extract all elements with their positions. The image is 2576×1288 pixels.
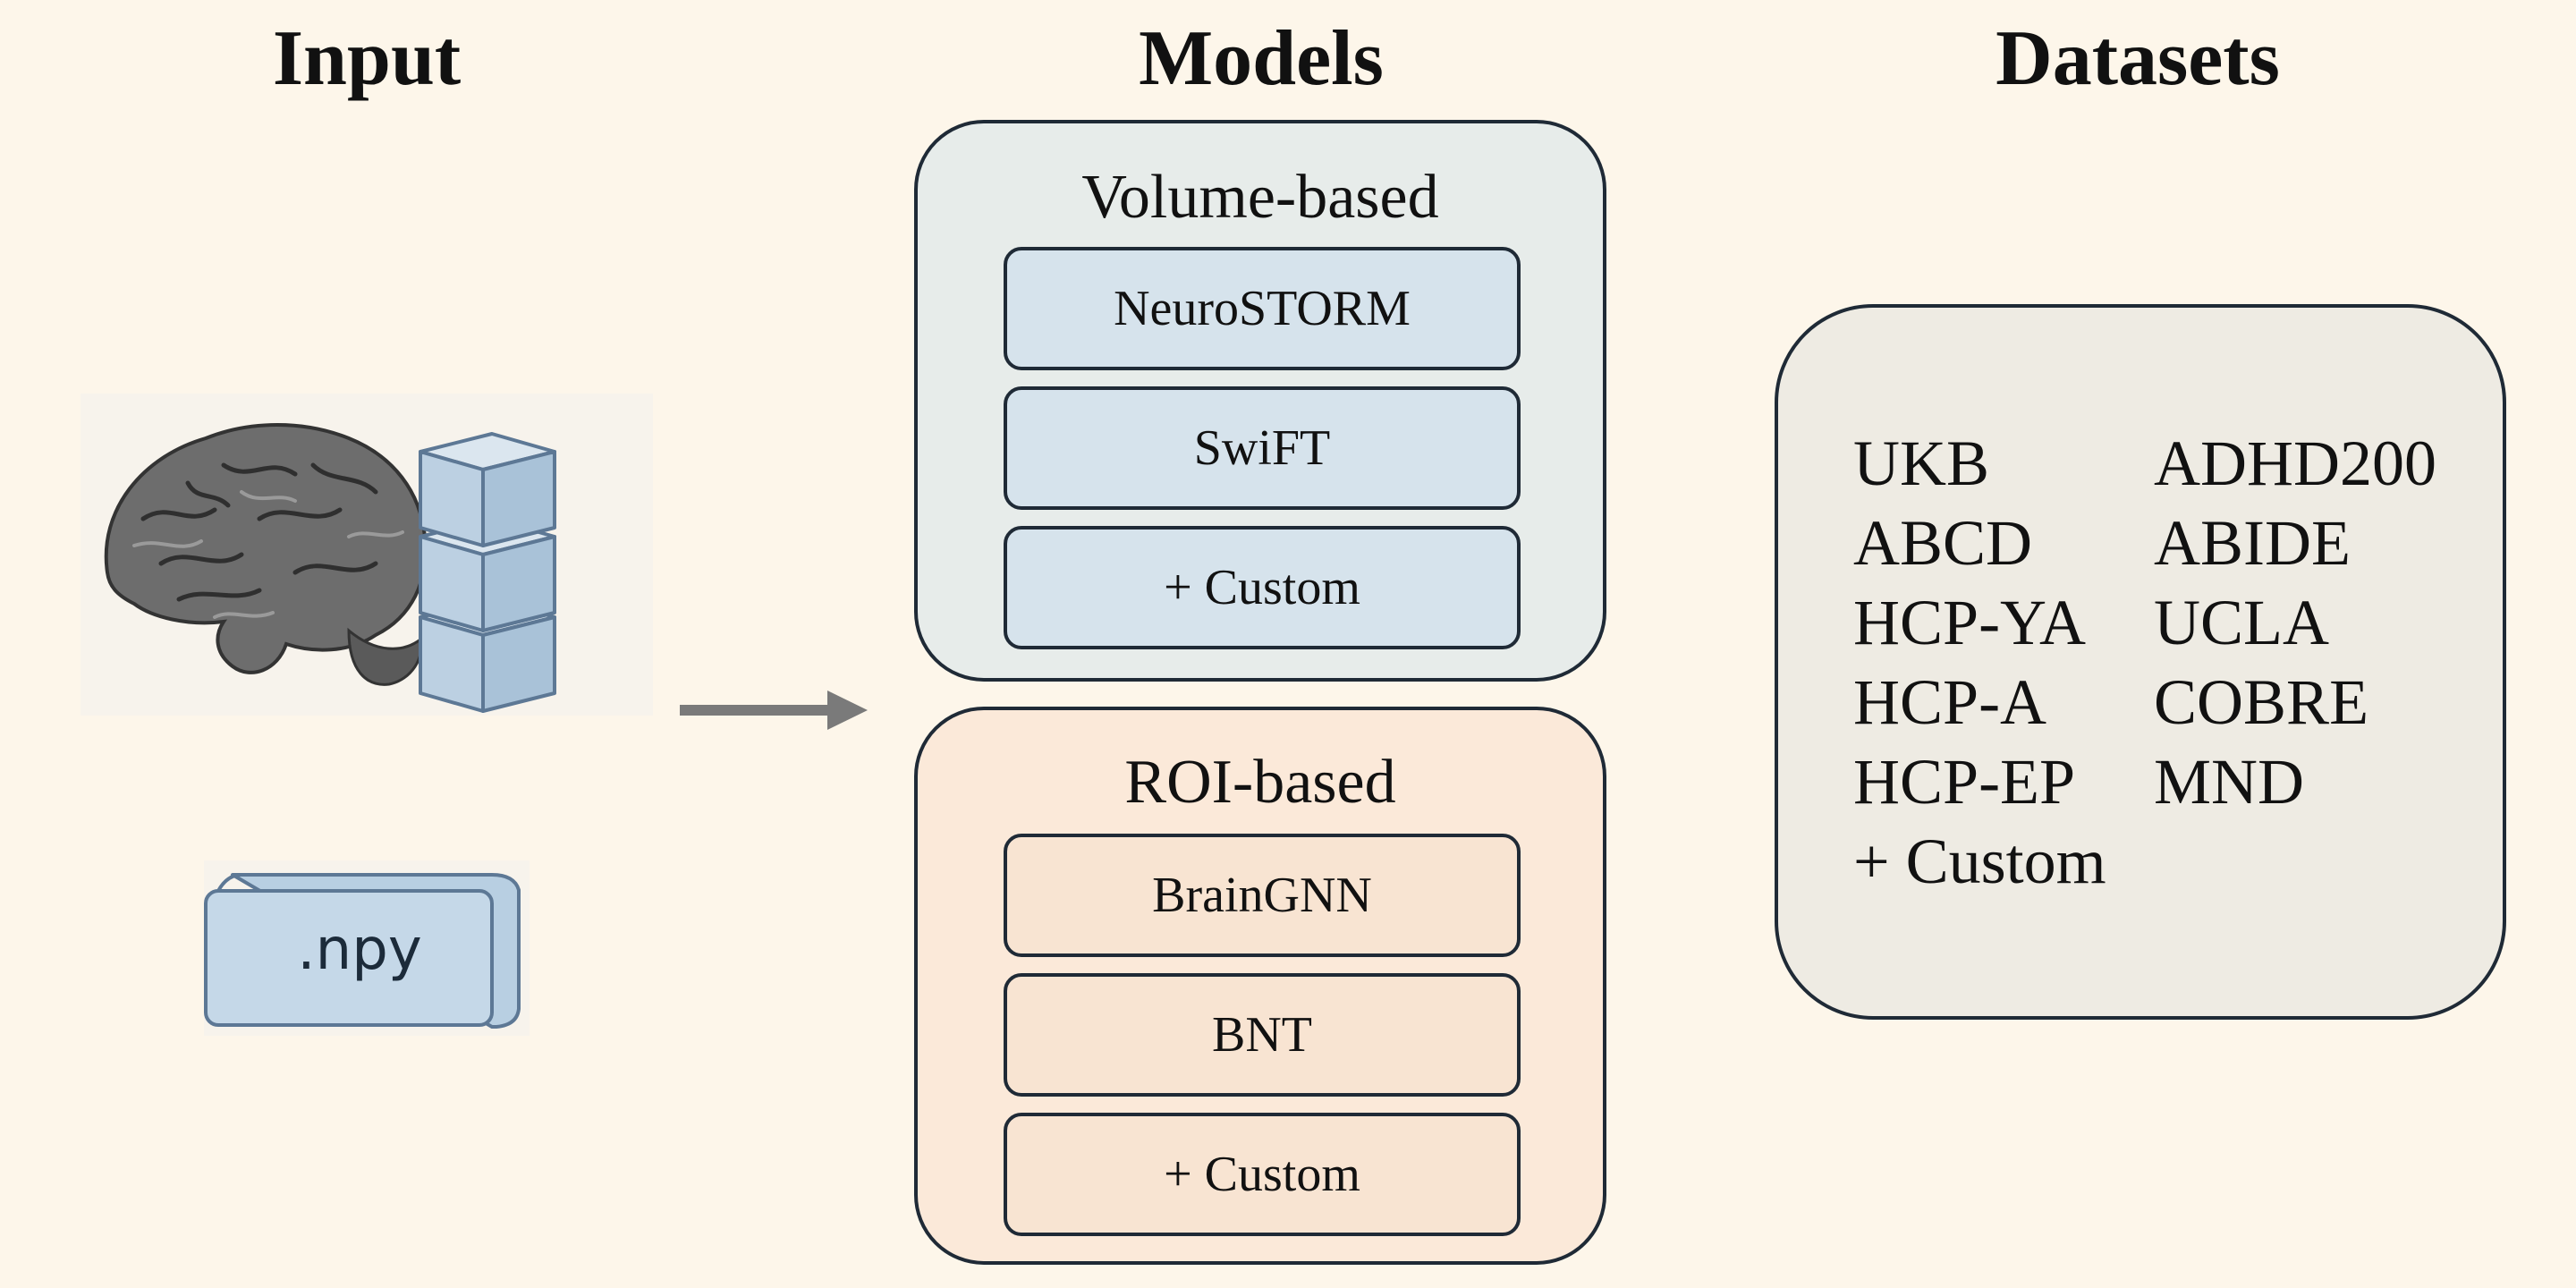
model-neurostorm: NeuroSTORM — [1004, 247, 1521, 370]
roi-based-title: ROI-based — [1124, 748, 1396, 817]
npy-file-icon — [204, 860, 530, 1036]
roi-based-group: ROI-based BrainGNN BNT + Custom — [914, 707, 1606, 1265]
dataset-item: COBRE — [2154, 666, 2369, 738]
datasets-group: UKB ABCD HCP-YA HCP-A HCP-EP + Custom AD… — [1775, 304, 2506, 1020]
model-roi-custom: + Custom — [1004, 1113, 1521, 1236]
models-heading: Models — [1139, 15, 1384, 102]
arrow-right-icon — [680, 691, 868, 730]
dataset-item: ABCD — [1853, 507, 2033, 579]
stacked-cubes-icon — [419, 432, 556, 713]
dataset-item: UKB — [1853, 428, 1990, 499]
model-bnt: BNT — [1004, 973, 1521, 1097]
brain-icon — [104, 423, 428, 686]
model-swift: SwiFT — [1004, 386, 1521, 510]
datasets-heading: Datasets — [1996, 15, 2280, 102]
datasets-right-column: ADHD200 ABIDE UCLA COBRE MND — [2154, 424, 2436, 822]
dataset-item: + Custom — [1853, 826, 2106, 897]
dataset-item: UCLA — [2154, 587, 2329, 658]
model-volume-custom: + Custom — [1004, 526, 1521, 649]
dataset-item: HCP-A — [1853, 666, 2047, 738]
input-illustration — [80, 394, 653, 716]
datasets-left-column: UKB ABCD HCP-YA HCP-A HCP-EP + Custom — [1853, 424, 2106, 902]
dataset-item: MND — [2154, 746, 2305, 818]
volume-based-group: Volume-based NeuroSTORM SwiFT + Custom — [914, 120, 1606, 682]
input-heading: Input — [272, 15, 462, 102]
model-braingnn: BrainGNN — [1004, 834, 1521, 957]
volume-based-title: Volume-based — [1081, 163, 1439, 232]
dataset-item: HCP-YA — [1853, 587, 2087, 658]
dataset-item: ADHD200 — [2154, 428, 2436, 499]
dataset-item: ABIDE — [2154, 507, 2351, 579]
npy-file-label: .npy — [297, 917, 422, 983]
dataset-item: HCP-EP — [1853, 746, 2076, 818]
